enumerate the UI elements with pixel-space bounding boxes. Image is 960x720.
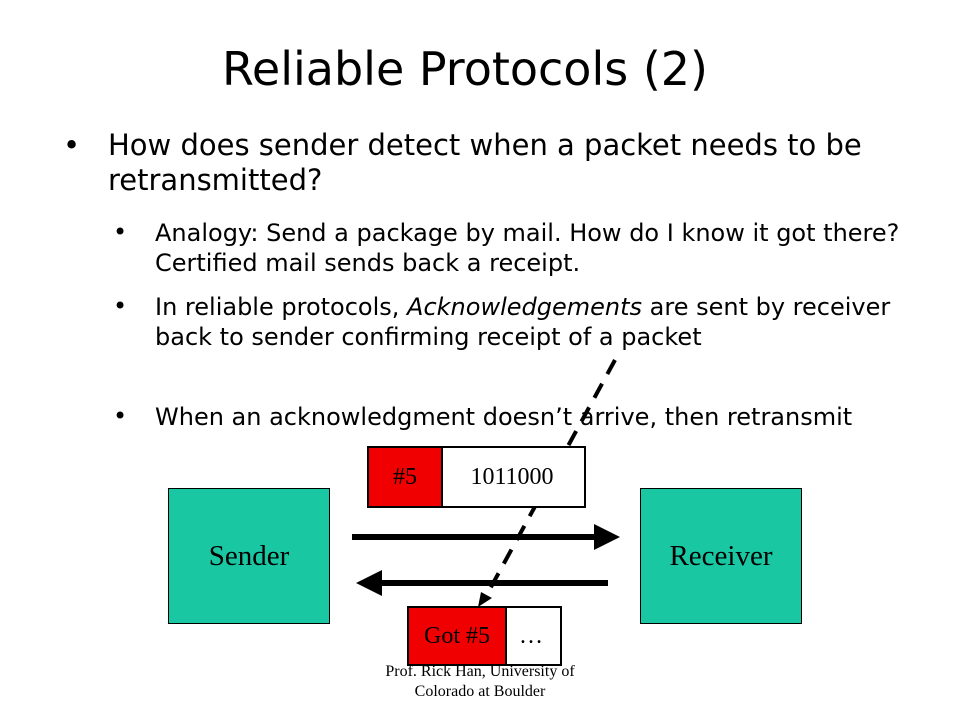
forward-arrowhead (594, 524, 620, 550)
sender-box: Sender (168, 488, 330, 624)
packet-data-box: 1011000 (438, 446, 586, 508)
footer-line: Prof. Rick Han, University of (385, 663, 575, 680)
main-bullet: How does sender detect when a packet nee… (108, 128, 862, 197)
dashed-connector-arrowhead (478, 592, 492, 607)
sub-bullet-analogy: Analogy: Send a package by mail. How do … (155, 219, 900, 277)
bullet-marker: • (113, 292, 128, 320)
bullet-marker: • (63, 128, 81, 162)
ack-id-box: Got #5 (407, 606, 507, 666)
sub-bullet-acknowledgements: In reliable protocols, Acknowledgements … (155, 292, 915, 352)
footer-line: Colorado at Boulder (414, 683, 546, 700)
receiver-box: Receiver (640, 488, 802, 624)
backward-arrowhead (356, 570, 382, 596)
sub-bullet-text: In reliable protocols, (155, 293, 408, 321)
slide-footer: Prof. Rick Han, University of Colorado a… (340, 662, 620, 702)
bullet-marker: • (113, 402, 128, 430)
packet-id-box: #5 (367, 446, 443, 508)
slide-title: Reliable Protocols (2) (222, 42, 708, 96)
sub-bullet-retransmit: When an acknowledgment doesn’t arrive, t… (155, 403, 853, 431)
acknowledgements-term: Acknowledgements (407, 293, 643, 321)
ack-data-box: … (500, 606, 562, 666)
sub-bullet-text: are sent by receiver back to sender conf… (155, 293, 891, 351)
bullet-marker: • (113, 218, 128, 246)
